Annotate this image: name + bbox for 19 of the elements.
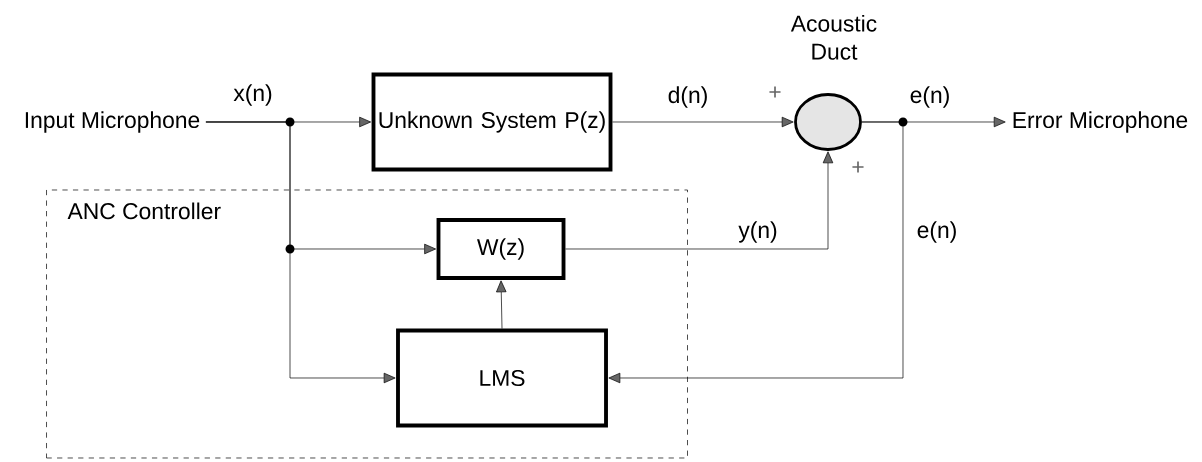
signal-label: Input Microphone <box>25 111 200 133</box>
arrow <box>565 151 834 250</box>
edge-label: e(n) <box>910 86 949 108</box>
node-title: Acoustic Duct <box>790 14 877 60</box>
edge-label: x(n) <box>233 84 272 106</box>
arrow <box>496 280 507 329</box>
process-box: W(z) <box>436 218 566 280</box>
arrow <box>608 121 904 384</box>
edge-label: d(n) <box>668 86 707 108</box>
signal-label: Error Microphone <box>1013 111 1188 133</box>
sign-label: + <box>852 161 864 173</box>
edge-label: y(n) <box>738 221 777 243</box>
arrow <box>612 116 794 128</box>
sign-label: + <box>769 86 781 98</box>
process-box: LMS <box>396 328 608 428</box>
edge-label: e(n) <box>917 221 956 243</box>
arrow <box>205 121 396 384</box>
box-title: ANC Controller <box>67 202 221 220</box>
process-box: Unknown System P(z) <box>371 72 613 172</box>
